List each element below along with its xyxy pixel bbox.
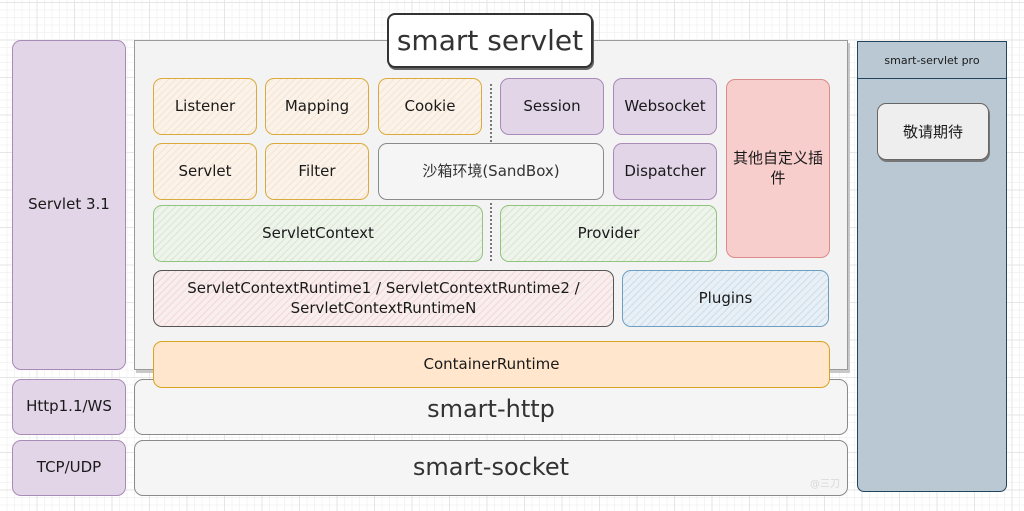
session-label: Session xyxy=(523,96,581,115)
filter-module: Filter xyxy=(265,143,369,200)
transport-protocol-box: TCP/UDP xyxy=(12,440,126,496)
smart-http-layer: smart-http xyxy=(134,379,848,435)
smart-socket-layer: smart-socket xyxy=(134,440,848,496)
diagram-title: smart servlet xyxy=(387,13,593,68)
cookie-module: Cookie xyxy=(378,78,482,135)
smart-http-label: smart-http xyxy=(427,395,555,424)
transport-protocol-label: TCP/UDP xyxy=(36,458,102,477)
servlet-spec-label: Servlet 3.1 xyxy=(28,195,110,214)
provider-label: Provider xyxy=(577,223,640,242)
context-runtime-label: ServletContextRuntime1 / ServletContextR… xyxy=(187,279,580,317)
sandbox-module: 沙箱环境(SandBox) xyxy=(378,143,604,200)
http-protocol-label: Http1.1/WS xyxy=(26,397,112,416)
servlet-spec-box: Servlet 3.1 xyxy=(12,40,126,370)
dispatcher-module: Dispatcher xyxy=(613,143,717,200)
coming-soon-label: 敬请期待 xyxy=(902,123,963,141)
container-runtime-module: ContainerRuntime xyxy=(153,341,830,388)
custom-plugins-module: 其他自定义插件 xyxy=(726,79,830,258)
sandbox-label: 沙箱环境(SandBox) xyxy=(422,161,560,180)
servlet-module: Servlet xyxy=(153,143,257,200)
session-module: Session xyxy=(500,78,604,135)
websocket-label: Websocket xyxy=(624,96,706,115)
pro-panel-title: smart-servlet pro xyxy=(884,53,980,67)
plugins-label: Plugins xyxy=(698,288,753,307)
servlet-context-label: ServletContext xyxy=(262,223,374,242)
websocket-module: Websocket xyxy=(613,78,717,135)
divider-lower xyxy=(490,203,492,261)
cookie-label: Cookie xyxy=(404,96,456,115)
mapping-module: Mapping xyxy=(265,78,369,135)
servlet-label: Servlet xyxy=(178,161,232,180)
http-protocol-box: Http1.1/WS xyxy=(12,379,126,435)
smart-socket-label: smart-socket xyxy=(412,453,570,482)
context-runtime-module: ServletContextRuntime1 / ServletContextR… xyxy=(153,270,614,327)
listener-label: Listener xyxy=(174,96,236,115)
custom-plugins-label: 其他自定义插件 xyxy=(732,149,823,187)
container-runtime-label: ContainerRuntime xyxy=(423,354,560,373)
listener-module: Listener xyxy=(153,78,257,135)
mapping-label: Mapping xyxy=(284,96,350,115)
watermark: @三刀 xyxy=(810,479,840,490)
servlet-context-module: ServletContext xyxy=(153,205,483,262)
dispatcher-label: Dispatcher xyxy=(624,161,706,180)
filter-label: Filter xyxy=(298,161,336,180)
pro-panel-header: smart-servlet pro xyxy=(858,42,1006,79)
coming-soon-box: 敬请期待 xyxy=(877,103,989,160)
divider-upper xyxy=(490,84,492,198)
diagram-title-text: smart servlet xyxy=(396,24,584,57)
plugins-module: Plugins xyxy=(622,270,829,327)
smart-servlet-pro-panel: smart-servlet pro 敬请期待 xyxy=(857,41,1007,492)
provider-module: Provider xyxy=(500,205,717,262)
